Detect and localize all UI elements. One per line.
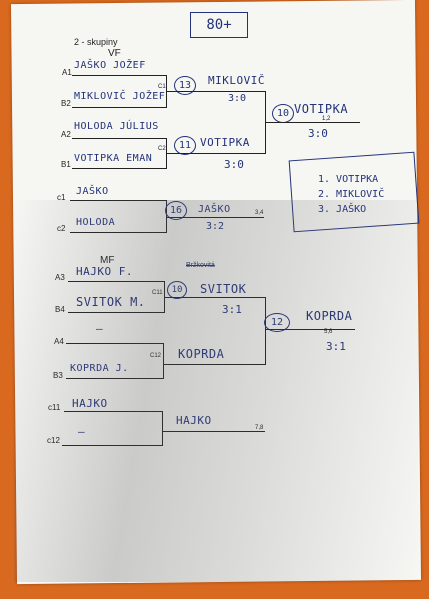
mf-c12-bracket xyxy=(163,343,164,379)
vf-c2-score: 3:0 xyxy=(224,158,244,171)
mf-c11-code: C11 xyxy=(152,290,163,296)
vf-c1-code: C1 xyxy=(158,84,166,90)
vf-b2-name: MIKLOVIČ JOŽEF xyxy=(74,91,166,102)
vf-final-winner: VOTIPKA xyxy=(294,102,349,116)
third-match-no: 16 xyxy=(165,201,187,220)
vf-c2-match-no: 11 xyxy=(174,136,196,155)
mf-final-match-no: 12 xyxy=(264,313,290,332)
vf-c1-winner: MIKLOVIČ xyxy=(208,74,265,87)
ranking-2: 2. MIKLOVIČ xyxy=(318,189,385,200)
mf-b3-code: B3 xyxy=(53,371,63,380)
third-c1-line xyxy=(70,200,167,201)
last-bracket xyxy=(162,411,163,446)
vf-a1-line xyxy=(72,75,167,76)
category-tag: 80+ xyxy=(190,12,248,38)
vf-b2-line xyxy=(72,107,167,108)
third-c2-line xyxy=(70,232,167,233)
vf-c2-code: C2 xyxy=(158,146,166,152)
last-c12-line xyxy=(62,445,163,446)
mf-b3-line xyxy=(66,378,164,379)
last-c11-line xyxy=(64,411,163,412)
vf-a2-name: HOLODA JÚLIUS xyxy=(74,121,159,132)
third-winner-line xyxy=(166,217,264,218)
mf-c11-winner: SVITOK xyxy=(200,282,247,296)
vf-label: VF xyxy=(108,48,121,59)
vf-final-line xyxy=(265,122,360,123)
category-tag-text: 80+ xyxy=(206,17,232,33)
last-c12-code: c12 xyxy=(47,436,60,445)
mf-final-winner: KOPRDA xyxy=(306,309,353,323)
vf-a1-name: JAŠKO JOŽEF xyxy=(74,60,146,71)
vf-final-place: 1,2 xyxy=(322,116,331,122)
mf-a4-line xyxy=(66,343,164,344)
mf-label: MF xyxy=(100,255,115,266)
vf-c2-winner-line xyxy=(166,153,266,154)
third-c2-name: HOLODA xyxy=(76,217,116,228)
mf-c12-winner: KOPRDA xyxy=(178,347,225,361)
third-place: 3,4 xyxy=(255,210,264,216)
mf-final-bracket xyxy=(265,297,266,365)
mf-b3-name: KOPRDA J. xyxy=(70,363,129,374)
vf-b1-name: VOTIPKA EMAN xyxy=(74,153,153,164)
mf-a4-code: A4 xyxy=(54,337,64,346)
mf-b4-name: SVITOK M. xyxy=(76,295,146,309)
last-c12-name: — xyxy=(78,425,86,438)
mf-c11-match-no: 10 xyxy=(167,281,187,299)
vf-b1-code: B1 xyxy=(61,160,71,169)
mf-final-score: 3:1 xyxy=(326,340,346,353)
ranking-3: 3. JAŠKO xyxy=(318,204,367,215)
vf-c1-match-no: 13 xyxy=(174,76,196,95)
mf-a4-name: — xyxy=(96,322,104,335)
mf-a3-line xyxy=(68,281,165,282)
third-c1-name: JAŠKO xyxy=(76,186,109,197)
mf-b4-code: B4 xyxy=(55,305,65,314)
vf-a1-code: A1 xyxy=(62,68,72,77)
mf-c11-score: 3:1 xyxy=(222,303,242,316)
vf-c2-winner: VOTIPKA xyxy=(200,136,250,149)
ranking-1: 1. VOTIPKA xyxy=(318,174,379,185)
sheet-title: 2 - skupiny xyxy=(74,37,118,47)
vf-b2-code: B2 xyxy=(61,99,71,108)
mf-c11-winner-line xyxy=(164,297,265,298)
mf-c12-winner-line xyxy=(163,364,266,365)
last-place: 7,8 xyxy=(255,425,264,431)
vf-a2-line xyxy=(72,138,167,139)
vf-c1-winner-line xyxy=(166,91,266,92)
third-score: 3:2 xyxy=(206,221,225,232)
mf-c12-code: C12 xyxy=(150,353,162,359)
mf-final-line xyxy=(265,329,355,330)
last-c11-code: c11 xyxy=(48,403,61,412)
mf-final-place: 5,6 xyxy=(324,329,333,335)
last-winner: HAJKO xyxy=(176,414,212,427)
mf-c11-scribble: Bržkovitá xyxy=(186,262,215,269)
vf-final-match-no: 10 xyxy=(272,104,294,123)
mf-a3-name: HAJKO F. xyxy=(76,265,133,278)
mf-a3-code: A3 xyxy=(55,273,65,282)
vf-a2-code: A2 xyxy=(61,130,71,139)
last-c11-name: HAJKO xyxy=(72,397,108,410)
last-winner-line xyxy=(162,431,265,432)
vf-b1-line xyxy=(72,168,167,169)
vf-c1-score: 3:0 xyxy=(228,93,247,104)
third-c2-code: c2 xyxy=(57,224,66,233)
third-winner: JAŠKO xyxy=(198,204,231,215)
third-c1-code: c1 xyxy=(57,193,66,202)
mf-b4-line xyxy=(68,312,165,313)
vf-final-score: 3:0 xyxy=(308,127,328,140)
